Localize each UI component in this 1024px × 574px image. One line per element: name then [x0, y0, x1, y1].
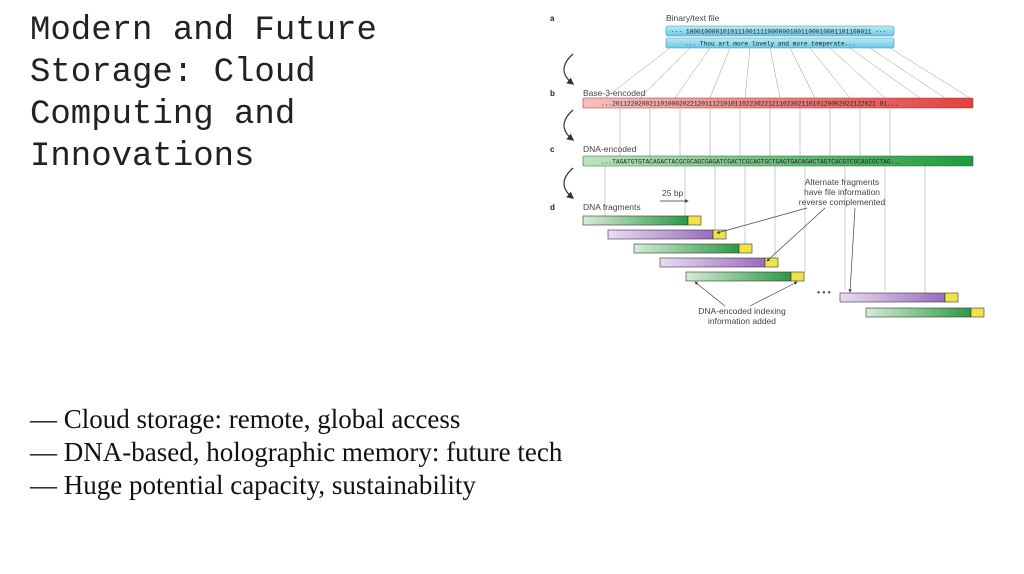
binary-sequence: ··· 100010000101011100111100000010011000…	[671, 29, 886, 36]
panel-b-letter: b	[550, 89, 555, 98]
fragment-5	[685, 271, 805, 282]
base3-sequence: ...2011220200211010002022120111210101102…	[601, 101, 898, 108]
arrow-c-to-d-icon	[563, 167, 575, 199]
panel-d-label: DNA fragments	[583, 202, 641, 212]
fragment-1	[582, 215, 702, 226]
ellipsis: • • •	[817, 287, 831, 297]
dna-bar	[582, 155, 974, 167]
bullet-dna-holographic: — DNA-based, holographic memory: future …	[30, 437, 563, 467]
bullet-cloud-storage: — Cloud storage: remote, global access	[30, 404, 461, 434]
annotation-bottom-line-1: DNA-encoded indexing	[698, 306, 786, 316]
pointer-arrow-icon	[716, 207, 808, 234]
annotation-bottom-line-2: information added	[708, 316, 776, 326]
connectors-b-c	[619, 108, 891, 156]
text-bar	[665, 37, 895, 49]
dna-storage-figure: a Binary/text file ··· 10001000010101110…	[545, 8, 995, 338]
connectors-a-b	[604, 47, 971, 99]
connectors-c-d	[604, 166, 926, 302]
bullet-list: — Cloud storage: remote, global access —…	[30, 403, 730, 502]
fragment-3	[633, 243, 753, 254]
dna-encoding-diagram: a Binary/text file ··· 10001000010101110…	[550, 13, 985, 326]
fragment-7	[865, 307, 985, 318]
panel-b-label: Base-3-encoded	[583, 88, 646, 98]
arrow-b-to-c-icon	[563, 109, 575, 141]
pointer-arrow-icon	[749, 281, 798, 307]
text-sequence: ... Thou art more lovely and more temper…	[685, 41, 856, 48]
panel-c-letter: c	[550, 145, 555, 154]
pointer-arrow-icon	[694, 281, 726, 307]
fragment-6	[839, 292, 959, 303]
panel-d-letter: d	[550, 203, 555, 212]
pointer-arrow-icon	[766, 207, 826, 262]
bullet-capacity: — Huge potential capacity, sustainabilit…	[30, 470, 476, 500]
fragment-4	[659, 257, 779, 268]
base3-bar	[582, 97, 974, 109]
annotation-top-line-1: Alternate fragments	[805, 177, 879, 187]
pointer-arrow-icon	[848, 207, 856, 293]
panel-a-label: Binary/text file	[666, 13, 720, 23]
dna-sequence: ...TAGATGTGTACAGACTACGCGCAGCGAGATCGACTCG…	[601, 159, 902, 166]
panel-c-label: DNA-encoded	[583, 144, 637, 154]
arrow-a-to-b-icon	[563, 53, 575, 85]
scale-label: 25 bp	[662, 188, 684, 198]
annotation-top-line-3: reverse complemented	[799, 197, 886, 207]
annotation-top-line-2: have file information	[804, 187, 880, 197]
fragment-2	[607, 229, 727, 240]
slide-title: Modern and Future Storage: Cloud Computi…	[30, 12, 377, 176]
panel-a-letter: a	[550, 14, 555, 23]
binary-bar	[665, 25, 895, 37]
